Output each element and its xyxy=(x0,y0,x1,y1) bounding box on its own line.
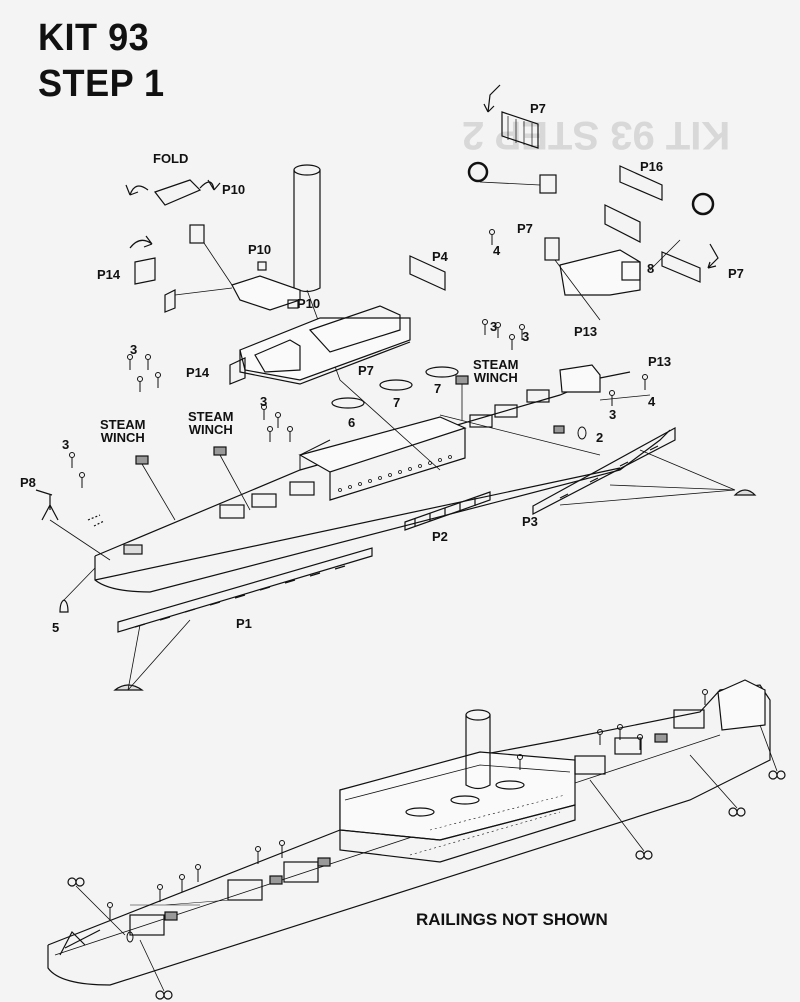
part-label-p10: P10 xyxy=(222,182,246,197)
part-number-7: 7 xyxy=(393,395,401,410)
part-label-p10: P10 xyxy=(297,296,321,311)
part-number-3: 3 xyxy=(62,437,70,452)
part-label-p13: P13 xyxy=(574,324,598,339)
railings-note: RAILINGS NOT SHOWN xyxy=(416,910,608,929)
part-number-2: 2 xyxy=(596,430,604,445)
part-number-3: 3 xyxy=(490,319,498,334)
steam-winches xyxy=(135,375,565,521)
part-number-4: 4 xyxy=(648,394,656,409)
steam-winch-label: STEAM WINCH xyxy=(100,417,146,445)
railing-p4 xyxy=(409,255,446,291)
bow-fittings xyxy=(35,489,111,613)
part-label-p10: P10 xyxy=(248,242,272,257)
part-label-p16: P16 xyxy=(640,159,664,174)
part-number-4: 4 xyxy=(493,243,501,258)
steam-winch-label: STEAM WINCH xyxy=(473,357,519,385)
fold-arrows xyxy=(125,84,719,269)
exploded-hull xyxy=(94,371,671,593)
part-number-5: 5 xyxy=(52,620,60,635)
part-label-p14: P14 xyxy=(186,365,210,380)
steam-winch-label: STEAM WINCH xyxy=(188,409,234,437)
vents xyxy=(69,229,648,488)
part-number-3: 3 xyxy=(260,394,268,409)
part-label-p3: P3 xyxy=(522,514,538,529)
part-label-p8: P8 xyxy=(20,475,36,490)
part-label-p4: P4 xyxy=(432,249,448,264)
part-label-p13: P13 xyxy=(648,354,672,369)
fold-label: FOLD xyxy=(153,151,189,166)
aft-deckhouse xyxy=(559,364,601,393)
part-number-6: 6 xyxy=(348,415,356,430)
part-label-p2: P2 xyxy=(432,529,448,544)
part-number-3: 3 xyxy=(609,407,617,422)
part-number-8: 8 xyxy=(647,261,655,276)
kit-title: KIT 93 xyxy=(38,17,150,59)
part-number-3: 3 xyxy=(130,342,138,357)
part-label-p1: P1 xyxy=(236,616,252,631)
part-label-p7: P7 xyxy=(728,266,744,281)
part-label-p7: P7 xyxy=(517,221,533,236)
part-number-3: 3 xyxy=(522,329,530,344)
part-label-p7: P7 xyxy=(358,363,374,378)
upper-deckhouse xyxy=(239,305,411,385)
railing-strip-p3 xyxy=(532,426,676,515)
railing-strip-p2 xyxy=(404,491,491,531)
lifeboats xyxy=(331,366,459,409)
part-label-p7: P7 xyxy=(530,101,546,116)
bollards xyxy=(67,724,786,1000)
bridge-parts xyxy=(134,179,301,385)
assembled-ship xyxy=(47,679,771,986)
step-title: STEP 1 xyxy=(38,63,165,105)
part-label-p14: P14 xyxy=(97,267,121,282)
aft-parts xyxy=(467,111,715,321)
part-number-7: 7 xyxy=(434,381,442,396)
